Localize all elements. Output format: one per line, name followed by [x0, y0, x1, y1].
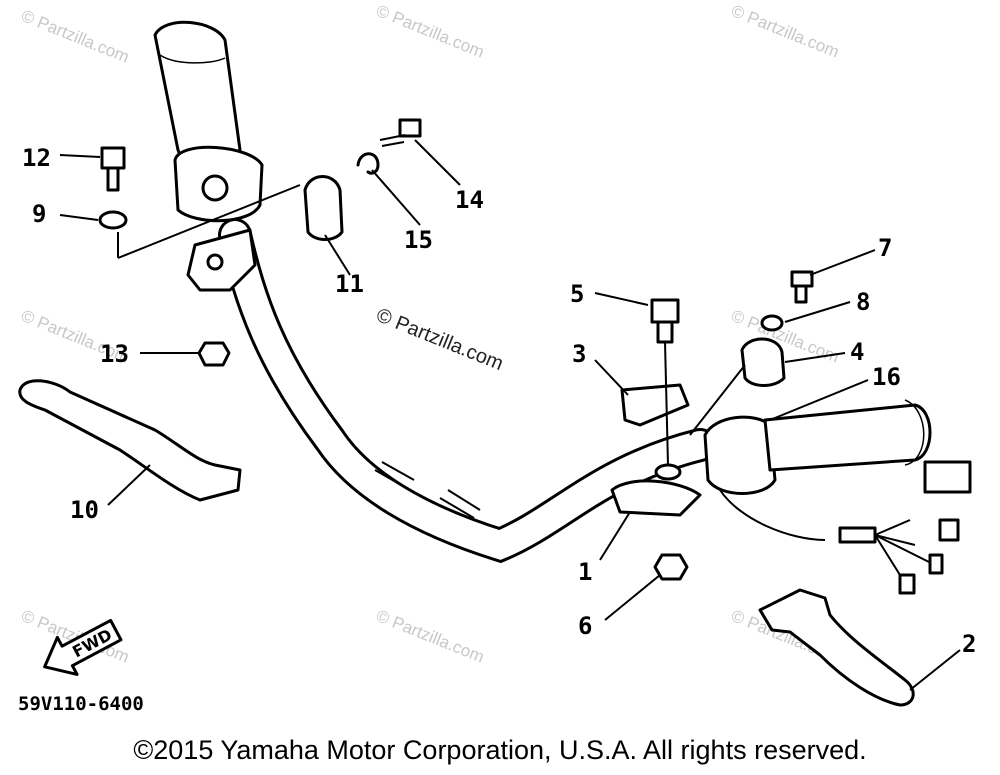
screw-14 — [379, 118, 422, 147]
callout-6: 6 — [578, 612, 592, 640]
callout-1: 1 — [578, 558, 592, 586]
bolt-12 — [100, 146, 126, 192]
callout-4: 4 — [850, 338, 864, 366]
callout-8: 8 — [856, 288, 870, 316]
callout-3: 3 — [572, 340, 586, 368]
nut-13 — [197, 341, 231, 367]
screw-7 — [790, 270, 814, 304]
bolt-5 — [650, 298, 680, 344]
leader-lines — [59, 139, 961, 691]
washer-8 — [760, 314, 784, 332]
callout-10: 10 — [70, 496, 99, 524]
lever-10 — [18, 379, 242, 502]
watermark: © Partzilla.com — [374, 606, 487, 667]
handlebar — [218, 218, 717, 564]
holder-3 — [620, 383, 690, 427]
left-grip — [153, 20, 264, 223]
washer — [654, 463, 682, 481]
callout-15: 15 — [404, 226, 433, 254]
clamp-11 — [303, 175, 344, 241]
washer-9 — [98, 210, 128, 230]
callout-13: 13 — [100, 340, 129, 368]
callout-14: 14 — [455, 186, 484, 214]
watermark: © Partzilla.com — [374, 1, 487, 62]
part-number: 59V110-6400 — [18, 693, 144, 715]
copyright-notice: ©2015 Yamaha Motor Corporation, U.S.A. A… — [133, 735, 867, 765]
left-holder — [186, 228, 257, 292]
callout-7: 7 — [878, 234, 892, 262]
lever-2 — [758, 588, 915, 707]
center-watermark: © Partzilla.com — [373, 304, 506, 375]
callout-2: 2 — [962, 630, 976, 658]
watermark: © Partzilla.com — [729, 1, 842, 62]
callouts: 12 9 13 10 11 15 14 5 3 1 6 7 8 4 16 2 — [22, 144, 976, 658]
callout-9: 9 — [32, 200, 46, 228]
callout-12: 12 — [22, 144, 51, 172]
clamp-4 — [740, 337, 786, 387]
washer-15 — [356, 152, 380, 175]
bracket-1 — [610, 479, 702, 517]
watermark: © Partzilla.com — [19, 6, 132, 67]
switch-grip-16 — [703, 399, 972, 595]
watermarks: © Partzilla.com © Partzilla.com © Partzi… — [19, 1, 842, 667]
callout-5: 5 — [570, 280, 584, 308]
nut-6 — [653, 553, 689, 581]
callout-11: 11 — [335, 270, 364, 298]
callout-16: 16 — [872, 363, 901, 391]
